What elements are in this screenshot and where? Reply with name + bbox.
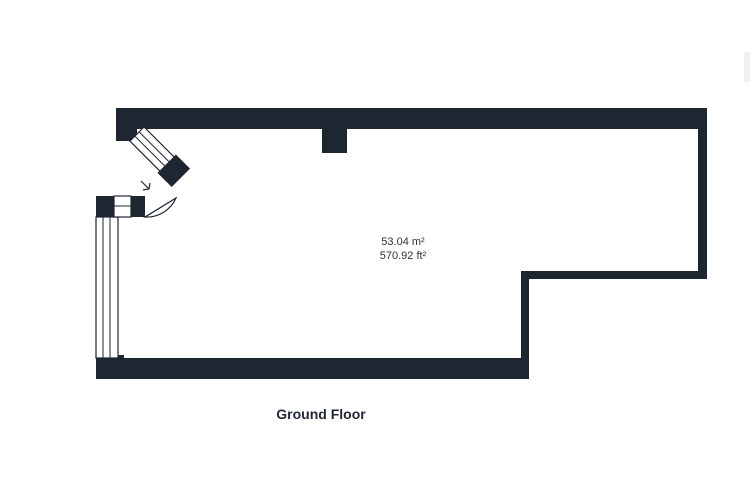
- floor-title: Ground Floor: [276, 406, 366, 422]
- window-left-frame: [95, 216, 119, 359]
- walls: [96, 108, 707, 379]
- entrance-door: [140, 180, 178, 218]
- wall-bottom: [96, 358, 529, 379]
- window-angled: [129, 126, 191, 188]
- window-small: [113, 195, 132, 218]
- wall-left-block: [96, 196, 114, 217]
- pillar: [322, 127, 347, 153]
- wall-left-lower: [96, 355, 124, 363]
- wall-step-horizontal: [521, 271, 707, 279]
- door-jamb: [131, 196, 145, 217]
- door-leaf-line: [144, 197, 177, 218]
- wall-left-upper: [116, 108, 137, 141]
- room-area-m2: 53.04 m²: [381, 236, 425, 248]
- edge-marker: [744, 52, 750, 82]
- window-angled-end: [157, 154, 191, 188]
- wall-step-vertical: [521, 271, 529, 379]
- room-area-ft2: 570.92 ft²: [380, 250, 427, 262]
- wall-right: [698, 108, 707, 279]
- window-left: [95, 216, 119, 359]
- entrance-arrow-icon: [140, 180, 151, 191]
- wall-top: [116, 108, 707, 129]
